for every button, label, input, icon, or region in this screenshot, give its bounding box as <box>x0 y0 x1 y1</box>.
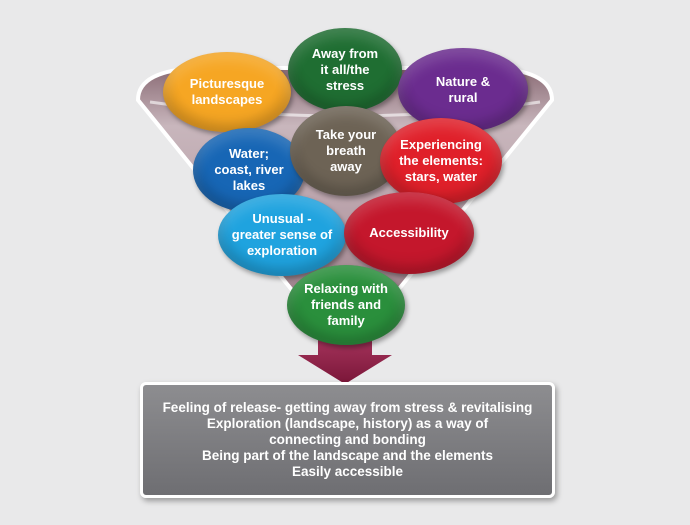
result-line: Easily accessible <box>291 464 404 479</box>
node-unusual: Unusual - greater sense of exploration <box>218 194 346 276</box>
result-line: Exploration (landscape, history) as a wa… <box>206 416 489 431</box>
node-access: Accessibility <box>344 192 474 274</box>
node-label: Water; coast, river lakes <box>214 146 284 193</box>
result-line: Feeling of release- getting away from st… <box>162 400 533 415</box>
node-label: Away from it all/the stress <box>311 46 379 93</box>
node-relaxing: Relaxing with friends and family <box>287 265 405 345</box>
node-elements: Experiencing the elements: stars, water <box>380 118 502 204</box>
node-label: Nature & rural <box>435 74 491 105</box>
result-box: Feeling of release- getting away from st… <box>140 382 555 498</box>
node-label: Take your breath away <box>315 127 377 174</box>
node-breath: Take your breath away <box>290 106 402 196</box>
node-label: Accessibility <box>369 225 449 240</box>
node-picturesque: Picturesque landscapes <box>163 52 291 132</box>
node-label: Picturesque landscapes <box>189 76 265 107</box>
result-line: connecting and bonding <box>269 432 426 447</box>
result-line: Being part of the landscape and the elem… <box>201 448 494 463</box>
down-arrow <box>298 340 392 384</box>
node-nature: Nature & rural <box>398 48 528 132</box>
node-label: Experiencing the elements: stars, water <box>399 137 483 184</box>
node-label: Relaxing with friends and family <box>304 281 388 328</box>
node-label: Unusual - greater sense of exploration <box>231 211 333 258</box>
node-away: Away from it all/the stress <box>288 28 402 112</box>
